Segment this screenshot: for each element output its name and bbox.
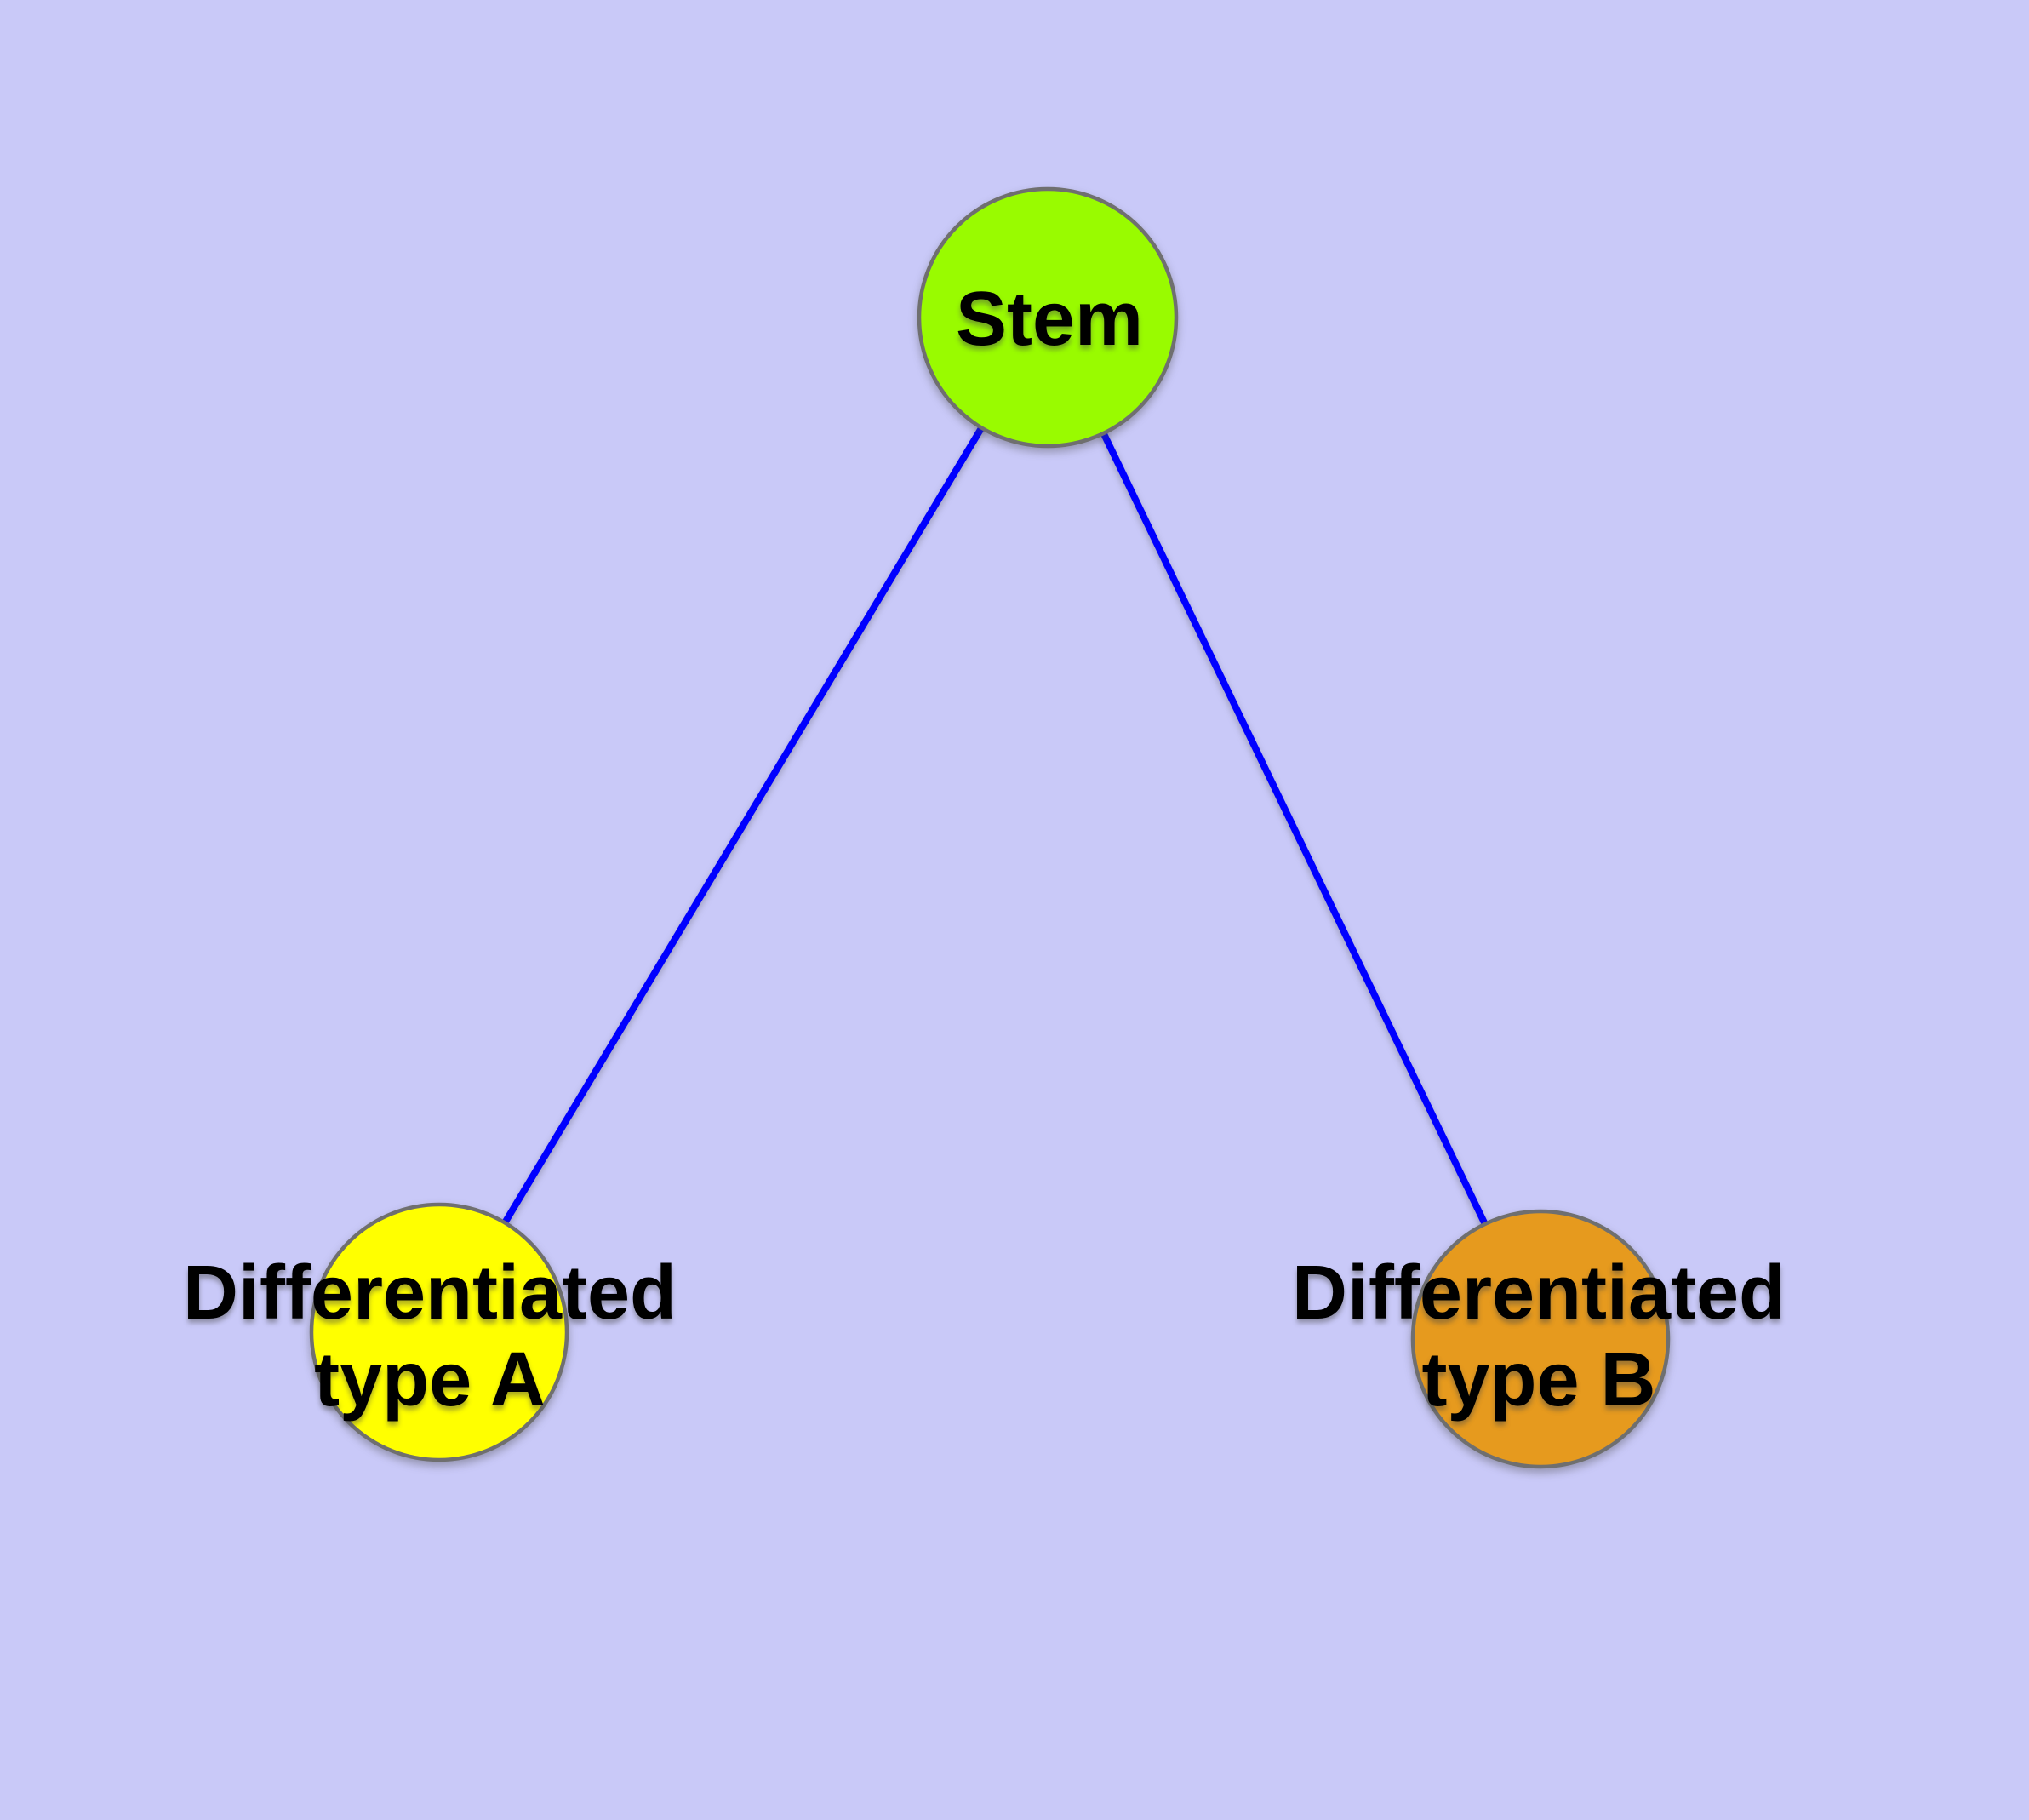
node-differentiated-type-b xyxy=(1410,1209,1671,1469)
edge-stem-to-type-b xyxy=(1044,316,1544,1341)
node-stem xyxy=(917,186,1179,449)
edge-stem-to-type-a xyxy=(436,315,1051,1335)
node-differentiated-type-a xyxy=(309,1202,569,1462)
